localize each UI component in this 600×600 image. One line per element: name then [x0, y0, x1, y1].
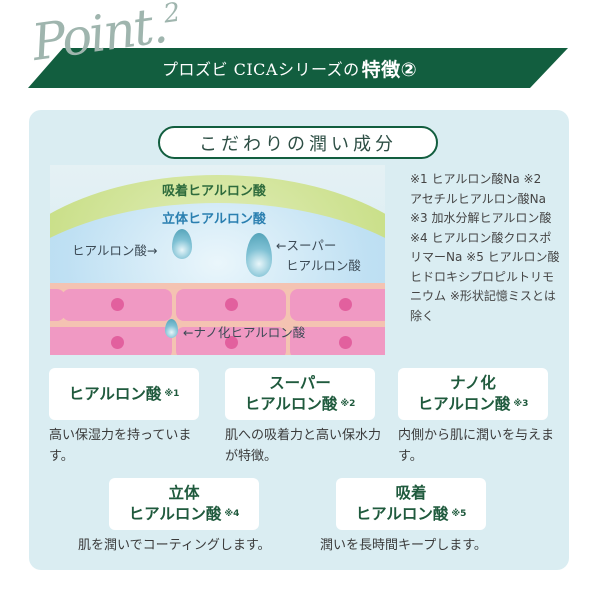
feature-card-hyaluronic-acid: ヒアルロン酸※1 [49, 368, 199, 420]
label-adsorption-ha: 吸着ヒアルロン酸 [162, 184, 266, 199]
feature-title: ヒアルロン酸※1 [68, 384, 180, 403]
skin-layer [50, 283, 385, 355]
label-ha: ヒアルロン酸→ [72, 243, 158, 258]
skin-cell [62, 327, 172, 355]
label-super-ha-line1: ←スーパー [276, 238, 337, 253]
ingredient-footnote: ※1 ヒアルロン酸Na ※2 アセチルヒアルロン酸Na ※3 加水分解ヒアルロン… [410, 172, 564, 323]
feature-title-line2: ヒアルロン酸※3 [417, 395, 529, 413]
banner-title-text: プロズビ CICAシリーズの [162, 60, 360, 79]
skin-cell [176, 327, 286, 355]
feature-title-line1: スーパー [269, 374, 331, 392]
feature-title-line1: ナノ化 [450, 374, 496, 392]
label-nano-ha: ←ナノ化ヒアルロン酸 [183, 325, 306, 340]
skin-cell [290, 327, 385, 355]
feature-card-super-hyaluronic-acid: スーパー ヒアルロン酸※2 [225, 368, 375, 420]
feature-title-line2: ヒアルロン酸※5 [355, 505, 467, 523]
ha-droplet-icon [172, 229, 192, 259]
section-title: こだわりの潤い成分 [158, 126, 438, 159]
banner-title-emphasis: 特徴② [361, 58, 418, 81]
skin-cell [62, 289, 172, 321]
super-ha-droplet-icon [246, 233, 272, 277]
feature-card-adsorption-hyaluronic-acid: 吸着 ヒアルロン酸※5 [336, 478, 486, 530]
skin-cell [176, 289, 286, 321]
feature-title-line1: 立体 [168, 484, 200, 502]
feature-description: 潤いを長時間キープします。 [320, 538, 487, 553]
feature-description: 内側から肌に潤いを与えます。 [398, 428, 555, 464]
cell-nucleus [225, 298, 238, 311]
skin-layer-diagram: 吸着ヒアルロン酸 立体ヒアルロン酸 ヒアルロン酸→ ←スーパー ヒアルロン酸 ←… [50, 165, 385, 355]
feature-card-cubic-hyaluronic-acid: 立体 ヒアルロン酸※4 [109, 478, 259, 530]
feature-title-line2: ヒアルロン酸※4 [128, 505, 240, 523]
label-cubic-ha: 立体ヒアルロン酸 [162, 212, 266, 227]
feature-title-line2: ヒアルロン酸※2 [244, 395, 356, 413]
banner-title: プロズビ CICAシリーズの特徴② [162, 52, 417, 84]
nano-ha-droplet-icon [165, 319, 178, 338]
cell-nucleus [111, 336, 124, 349]
cell-nucleus [339, 298, 352, 311]
feature-description: 高い保湿力を持っています。 [49, 428, 192, 464]
feature-description: 肌を潤いでコーティングします。 [78, 538, 271, 553]
feature-description: 肌への吸着力と高い保水力が特徴。 [225, 428, 382, 464]
cell-nucleus [339, 336, 352, 349]
skin-cell [290, 289, 385, 321]
feature-card-nano-hyaluronic-acid: ナノ化 ヒアルロン酸※3 [398, 368, 548, 420]
skin-cell [50, 289, 65, 321]
feature-title-line1: 吸着 [395, 484, 427, 502]
cell-nucleus [111, 298, 124, 311]
label-super-ha-line2: ヒアルロン酸 [286, 258, 361, 273]
cell-nucleus [225, 336, 238, 349]
header-banner [28, 48, 568, 88]
